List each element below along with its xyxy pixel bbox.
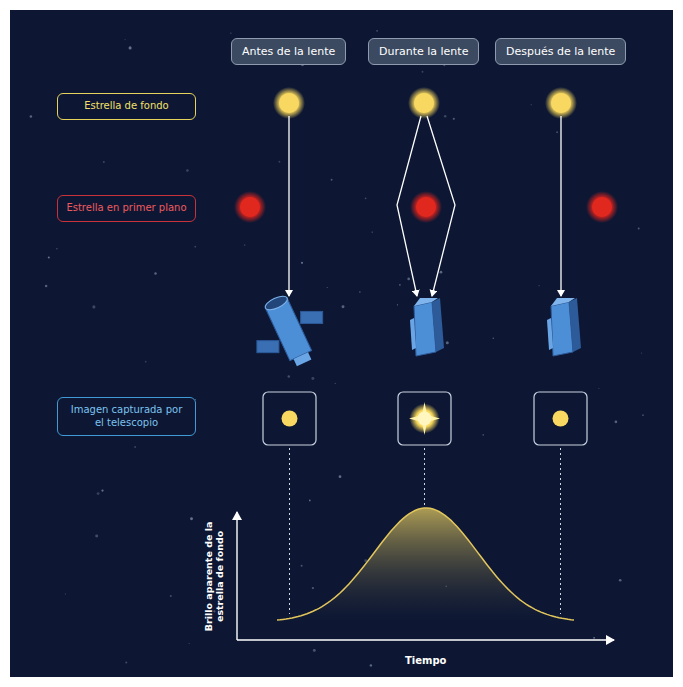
row-label: Imagen capturada por el telescopio xyxy=(57,397,196,436)
box-text: Después de la lente xyxy=(506,45,615,58)
telescope xyxy=(239,282,581,379)
column-header: Durante la lente xyxy=(368,38,479,65)
row-label: Estrella de fondo xyxy=(57,93,196,120)
box-text: Imagen capturada por el telescopio xyxy=(66,404,187,429)
light-curve xyxy=(277,508,574,620)
column-header: Después de la lente xyxy=(495,38,626,65)
axis-label-x: Tiempo xyxy=(405,655,446,666)
light-curve-fill xyxy=(277,508,575,622)
column-header: Antes de la lente xyxy=(231,38,346,65)
background-stars xyxy=(30,30,644,667)
box-text: Estrella de fondo xyxy=(84,100,168,113)
box-text: Estrella en primer plano xyxy=(66,202,186,215)
captured-image xyxy=(263,392,587,445)
background xyxy=(10,10,673,677)
row-label: Estrella en primer plano xyxy=(57,195,196,222)
box-text: Durante la lente xyxy=(379,45,468,58)
axes xyxy=(237,512,614,640)
axis-label-y: Brillo aparente de la estrella de fondo xyxy=(203,517,226,635)
box-text: Antes de la lente xyxy=(242,45,335,58)
